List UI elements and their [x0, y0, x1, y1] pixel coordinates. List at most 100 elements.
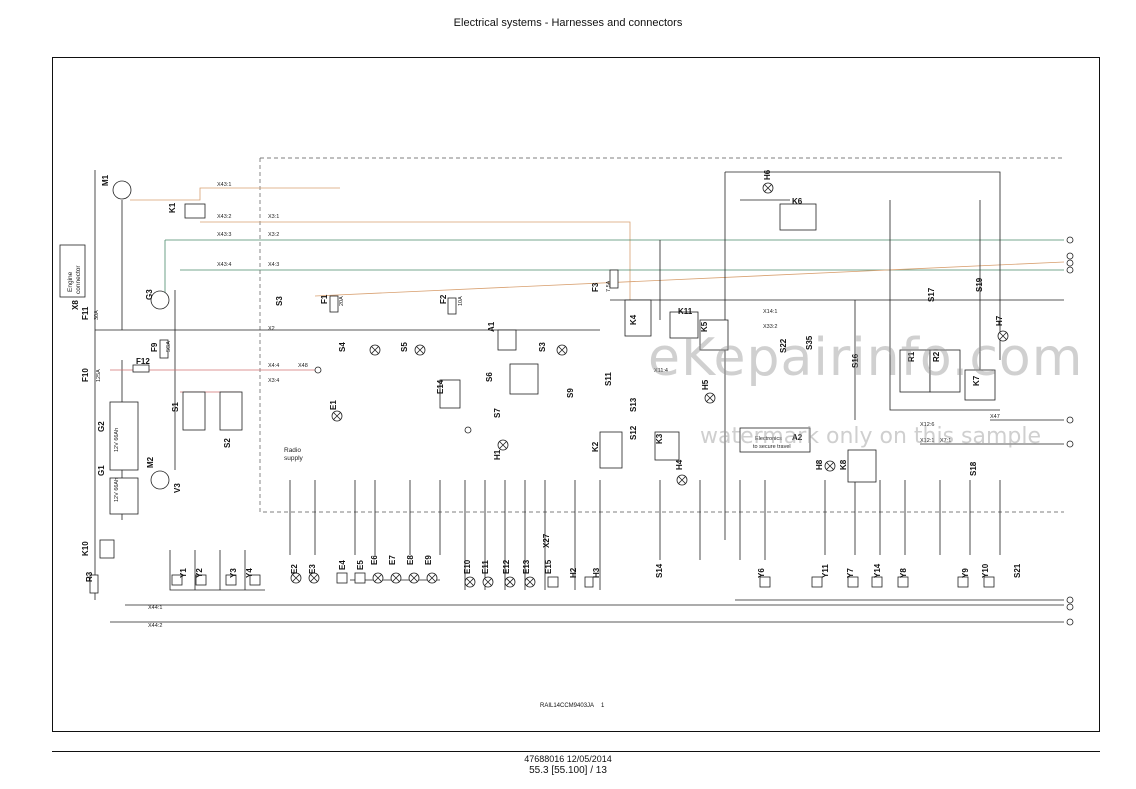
label-s6: S6	[485, 372, 494, 382]
label-h4: H4	[675, 459, 684, 470]
label-h7: H7	[995, 315, 1004, 326]
label-e4: E4	[338, 560, 347, 570]
label-f2: F2	[439, 294, 448, 304]
label-s35: S35	[805, 335, 814, 350]
label-s19: S19	[975, 277, 984, 292]
label-s11: S11	[604, 372, 613, 386]
label-f1: F1	[320, 294, 329, 304]
label-y10: Y10	[981, 563, 990, 578]
label-x8: X8	[71, 300, 80, 310]
footer-rule	[52, 751, 1100, 752]
label-e12: E12	[502, 559, 511, 574]
label-s21: S21	[1013, 563, 1022, 578]
label-k6: K6	[792, 197, 803, 206]
label-k4: K4	[629, 314, 638, 325]
diagram-frame	[52, 57, 1100, 732]
label-h3: H3	[592, 567, 601, 578]
label-s3a: S3	[275, 296, 284, 306]
label-f10: F10	[81, 368, 90, 382]
svg-text:10A: 10A	[458, 296, 464, 306]
label-y7: Y7	[846, 568, 855, 578]
svg-text:12V 66Ah: 12V 66Ah	[114, 428, 120, 452]
label-r1: R1	[907, 351, 916, 362]
label-e13: E13	[522, 559, 531, 574]
label-y14: Y14	[873, 563, 882, 578]
label-e11: E11	[481, 560, 490, 574]
label-s16: S16	[851, 353, 860, 368]
engine-connector-label: Engine	[67, 271, 74, 292]
label-f9: F9	[150, 342, 159, 352]
svg-text:5GA: 5GA	[166, 341, 172, 352]
label-y3: Y3	[229, 568, 238, 578]
label-a2: A2	[792, 433, 803, 442]
label-y2: Y2	[195, 568, 204, 578]
label-s14: S14	[655, 563, 664, 578]
label-s5: S5	[400, 342, 409, 352]
label-m1: M1	[101, 174, 110, 186]
label-k3: K3	[655, 433, 664, 444]
svg-text:to secure travel: to secure travel	[753, 444, 791, 450]
label-g1: G1	[97, 465, 106, 476]
label-y1: Y1	[179, 568, 188, 578]
label-e7: E7	[388, 555, 397, 565]
label-f3: F3	[591, 282, 600, 292]
section-number: 55.3 [55.100] / 13	[529, 765, 607, 776]
svg-text:X43:3: X43:3	[217, 232, 231, 238]
label-e1: E1	[329, 400, 338, 410]
label-f12: F12	[136, 357, 150, 366]
watermark-site: eKepairinfo.com	[648, 328, 1084, 388]
label-k7: K7	[972, 375, 981, 386]
label-s9: S9	[566, 388, 575, 398]
label-s7: S7	[493, 408, 502, 418]
label-e8: E8	[406, 555, 415, 565]
label-s3b: S3	[538, 342, 547, 352]
radio-supply-label: Radio	[284, 447, 301, 454]
label-s2: S2	[223, 438, 232, 448]
label-h8: H8	[815, 459, 824, 470]
svg-text:X4:4: X4:4	[268, 363, 279, 369]
label-k2: K2	[591, 441, 600, 452]
label-h1: H1	[493, 449, 502, 460]
svg-text:12V 66Ah: 12V 66Ah	[114, 478, 120, 502]
svg-text:X2: X2	[268, 326, 275, 332]
label-m2: M2	[146, 456, 155, 468]
figure-ref: RAIL14CCM9403JA	[540, 703, 595, 709]
svg-text:supply: supply	[284, 455, 304, 462]
svg-text:X3:1: X3:1	[268, 214, 279, 220]
label-y8: Y8	[899, 568, 908, 578]
label-e9: E9	[424, 555, 433, 565]
label-h2: H2	[569, 567, 578, 578]
svg-text:X33:2: X33:2	[763, 324, 777, 330]
label-s18: S18	[969, 461, 978, 476]
svg-text:125A: 125A	[96, 369, 102, 382]
label-h5: H5	[701, 379, 710, 390]
label-e10: E10	[463, 559, 472, 574]
svg-text:connector: connector	[75, 265, 82, 294]
label-e15: E15	[544, 559, 553, 574]
svg-text:X11:4: X11:4	[654, 368, 668, 374]
svg-text:X12:6: X12:6	[920, 422, 934, 428]
page-header: Electrical systems - Harnesses and conne…	[453, 17, 683, 29]
ratings: 30A 125A 5GA 20A 10A 7.5A 12V 66Ah 12V 6…	[94, 280, 612, 502]
label-r3: R3	[85, 571, 94, 582]
label-f11: F11	[81, 306, 90, 320]
label-g2: G2	[97, 421, 106, 432]
label-y6: Y6	[757, 568, 766, 578]
svg-text:X3:2: X3:2	[268, 232, 279, 238]
svg-text:X43:2: X43:2	[217, 214, 231, 220]
label-s1: S1	[171, 402, 180, 412]
svg-text:X44:2: X44:2	[148, 623, 162, 629]
label-h6: H6	[763, 169, 772, 180]
label-s12: S12	[629, 425, 638, 440]
connector-labels: X43:1 X43:2 X43:3 X43:4 X3:1 X3:2 X4:3 X…	[148, 182, 1000, 629]
label-k5: K5	[700, 321, 709, 332]
svg-text:X4:3: X4:3	[268, 262, 279, 268]
label-y9: Y9	[961, 568, 970, 578]
svg-text:X48: X48	[298, 363, 308, 369]
label-a1: A1	[487, 321, 496, 332]
label-e5: E5	[356, 560, 365, 570]
label-k8: K8	[839, 459, 848, 470]
svg-text:X14:1: X14:1	[763, 309, 777, 315]
svg-text:X47: X47	[990, 414, 1000, 420]
label-s17: S17	[927, 287, 936, 302]
